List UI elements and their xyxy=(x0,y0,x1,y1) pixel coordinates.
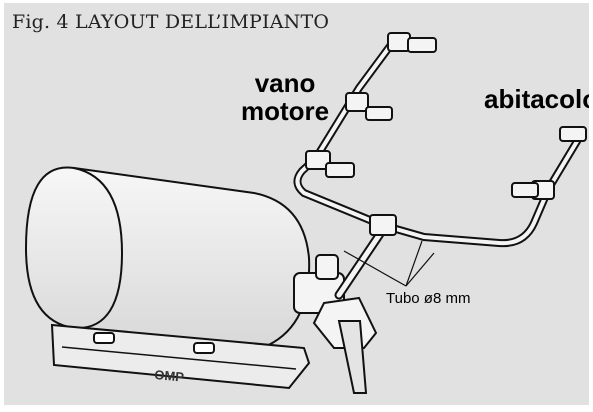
mounting-bracket xyxy=(50,323,311,390)
system-layout-figure: OMP Fig. 4 LAYOUT DELL’IMPIANTO vano mot… xyxy=(4,3,589,405)
manifold-tee xyxy=(369,214,397,236)
engine-tee-upper xyxy=(387,32,411,52)
cabin-label: abitacolo xyxy=(484,84,589,114)
tube-leader-lines xyxy=(343,240,435,287)
engine-bay-label: vano motore xyxy=(241,69,329,125)
figure-caption: Fig. 4 LAYOUT DELL’IMPIANTO xyxy=(12,11,330,33)
extinguisher-cylinder xyxy=(24,166,311,350)
engine-nozzle-upper xyxy=(407,37,437,53)
engine-bay-label-line2: motore xyxy=(241,96,330,126)
engine-tee-middle xyxy=(345,92,369,112)
cabin-nozzle-lower xyxy=(511,182,539,198)
tube-label: Tubo ø8 mm xyxy=(386,290,471,307)
engine-nozzle-middle xyxy=(365,106,393,121)
brand-mark: OMP xyxy=(154,367,185,385)
engine-nozzle-lower xyxy=(325,162,355,178)
fittings xyxy=(305,32,587,236)
valve-assembly xyxy=(293,254,378,394)
engine-tee-lower xyxy=(305,150,331,170)
engine-bay-label-line1: vano xyxy=(254,68,316,98)
cabin-nozzle-upper xyxy=(559,126,587,142)
layout-drawing: OMP xyxy=(24,32,587,394)
